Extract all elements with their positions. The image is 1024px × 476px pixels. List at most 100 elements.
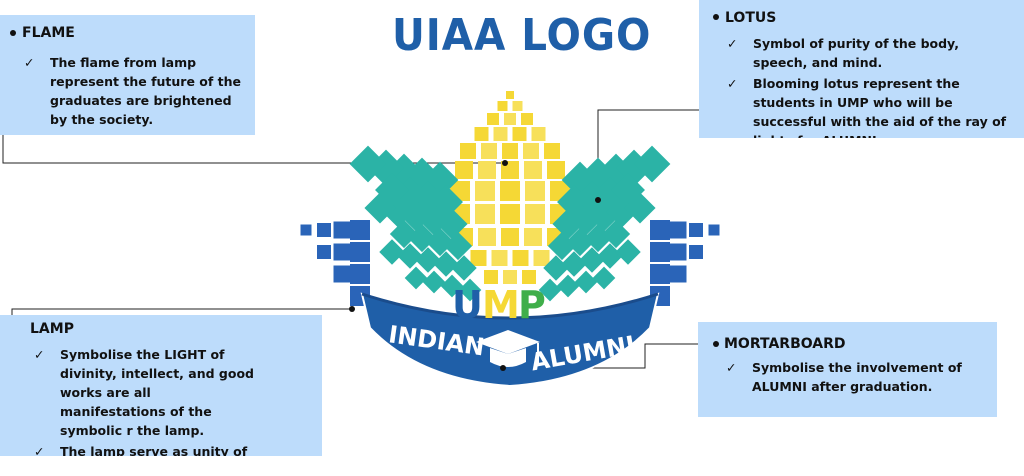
flame-tile <box>478 228 496 246</box>
lotus-outer-tile <box>317 245 331 259</box>
check-icon: ✓ <box>34 347 45 362</box>
callout-lamp-item: ✓The lamp serve as unity of the so <box>32 442 257 456</box>
flame-tile <box>544 143 560 159</box>
flame-tile <box>533 250 550 266</box>
lotus-petal-tile <box>561 251 587 277</box>
flame-tile <box>512 250 529 266</box>
lotus-target-dot <box>595 197 601 203</box>
flame-tile <box>506 91 514 99</box>
lotus-outer-tile <box>669 265 687 283</box>
flame-tile <box>493 127 508 141</box>
flame-tile <box>501 228 519 246</box>
callout-lamp-item: ✓Symbolise the LIGHT of divinity, intell… <box>34 347 254 438</box>
lotus-outer-tile <box>317 223 331 237</box>
lotus-outer-tile <box>689 223 703 237</box>
lamp-target-dot <box>349 306 355 312</box>
lotus-petal-tile <box>615 239 641 265</box>
lotus-outer-tile <box>708 224 720 236</box>
flame-tile <box>525 204 545 224</box>
callout-flame-heading: FLAME <box>22 25 75 41</box>
check-icon: ✓ <box>726 360 737 375</box>
check-icon: ✓ <box>727 36 738 51</box>
callout-mortarboard-item: ✓Symbolise the involvement of ALUMNI aft… <box>726 360 962 394</box>
lotus-petal-tile <box>592 266 616 290</box>
flame-tile <box>491 250 508 266</box>
flame-tile <box>512 127 527 141</box>
lotus-outer-tile <box>650 242 670 262</box>
lotus-outer-tile <box>333 221 351 239</box>
flame-tile <box>475 181 495 201</box>
lotus-petal-tile <box>451 255 477 281</box>
callout-lotus: LOTUS ✓Symbol of purity of the body, spe… <box>699 0 1024 138</box>
flame-tile <box>525 181 545 201</box>
flame-tile <box>481 143 497 159</box>
lotus-outer-tile <box>689 245 703 259</box>
lotus-outer-tile <box>333 265 351 283</box>
mortarboard-anchor-dot <box>713 341 719 347</box>
lotus-anchor-dot <box>713 14 719 20</box>
lotus-outer-tile <box>333 243 351 261</box>
callout-flame: FLAME ✓The flame from lamp represent the… <box>0 15 255 135</box>
flame-tile <box>487 113 499 125</box>
flame-tile <box>455 161 473 179</box>
flame-tile <box>524 161 542 179</box>
page-title: UIAA LOGO <box>392 10 652 61</box>
flame-tile <box>474 127 489 141</box>
flame-tile <box>500 204 520 224</box>
lotus-petal-tile <box>397 243 423 269</box>
callout-lotus-heading: LOTUS <box>725 10 777 26</box>
lotus-petal-tile <box>597 243 623 269</box>
flame-tile <box>547 161 565 179</box>
callout-flame-list: ✓The flame from lamp represent the futur… <box>22 53 247 131</box>
flame-tile <box>521 113 533 125</box>
lotus-outer-tile <box>300 224 312 236</box>
flame-anchor-dot <box>10 30 16 36</box>
check-icon: ✓ <box>727 76 738 91</box>
callout-lamp-heading: LAMP <box>30 321 74 337</box>
callout-lamp-list: ✓Symbolise the LIGHT of divinity, intell… <box>32 345 257 456</box>
flame-tile <box>504 113 516 125</box>
lotus-outer-tile <box>650 220 670 240</box>
lotus-petal-tile <box>601 219 631 249</box>
callout-lamp: LAMP ✓Symbolise the LIGHT of divinity, i… <box>0 315 322 456</box>
flame-tile <box>524 228 542 246</box>
ump-letter-m: M <box>482 283 520 327</box>
ump-letter-p: P <box>518 283 546 327</box>
logo-mosaic <box>300 91 720 306</box>
lotus-outer-tile <box>669 221 687 239</box>
lotus-petal-tile <box>433 251 459 277</box>
lotus-petal-tile <box>349 145 387 183</box>
callout-lotus-item: ✓Blooming lotus represent the students i… <box>727 76 1007 138</box>
flame-tile <box>460 143 476 159</box>
flame-tile <box>522 270 536 284</box>
mortarboard-icon <box>476 330 540 367</box>
lotus-petal-tile <box>379 239 405 265</box>
check-icon: ✓ <box>34 444 45 456</box>
flame-tile <box>523 143 539 159</box>
lotus-outer-tile <box>650 264 670 284</box>
flame-tile <box>475 204 495 224</box>
callout-mortarboard-list: ✓Symbolise the involvement of ALUMNI aft… <box>724 358 989 398</box>
callout-lotus-list: ✓Symbol of purity of the body, speech, a… <box>725 34 1015 138</box>
ump-letter-u: U <box>452 283 483 327</box>
lotus-petal-tile <box>556 274 580 298</box>
lotus-outer-tile <box>350 264 370 284</box>
flame-tile <box>470 250 487 266</box>
lotus-petal-tile <box>633 145 671 183</box>
check-icon: ✓ <box>24 55 35 70</box>
uiaa-logo: U M P INDIAN ALUMNI <box>300 91 720 388</box>
ribbon-outline <box>361 292 659 320</box>
lotus-petal-tile <box>543 255 569 281</box>
lotus-petal-tile <box>579 247 605 273</box>
lotus-petal-tile <box>364 192 396 224</box>
flame-tile <box>478 161 496 179</box>
mortarboard-target-dot <box>500 365 506 371</box>
flame-tile <box>484 270 498 284</box>
flame-tile <box>500 181 520 201</box>
callout-lotus-item: ✓Symbol of purity of the body, speech, a… <box>727 36 959 70</box>
lotus-petal-tile <box>404 266 428 290</box>
callout-mortarboard-heading: MORTARBOARD <box>724 336 846 352</box>
lotus-petal-tile <box>422 270 446 294</box>
lotus-petal-tile <box>574 270 598 294</box>
flame-tile <box>497 101 508 111</box>
